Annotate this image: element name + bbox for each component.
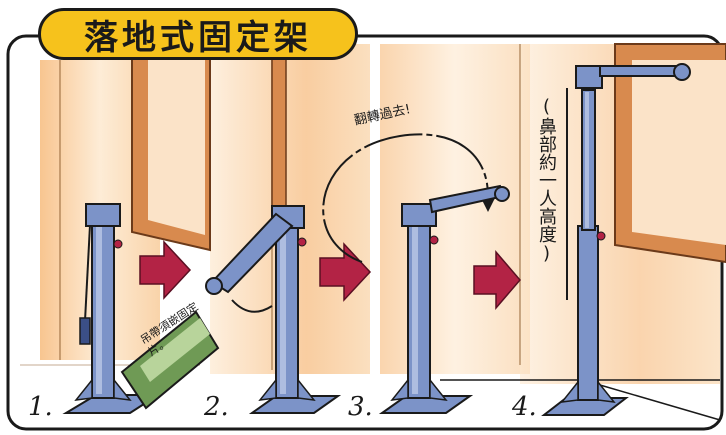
- step-label-1: 1.: [28, 392, 53, 422]
- stand-step-2: [205, 205, 342, 414]
- arrow-2: [319, 242, 372, 302]
- step-label-3: 3.: [348, 392, 373, 422]
- step-label-4: 4.: [512, 392, 537, 422]
- arrow-3: [473, 249, 521, 311]
- height-note-label: (鼻部約一人高度): [536, 96, 557, 264]
- window-left: [131, 39, 211, 252]
- page-title: 落地式固定架: [84, 17, 312, 58]
- stand-step-3: [378, 184, 510, 414]
- green-sign: [120, 310, 220, 410]
- stand-step-1: [62, 203, 162, 414]
- title-badge: 落地式固定架: [38, 8, 358, 60]
- step-label-2: 2.: [204, 392, 229, 422]
- stand-step-4: [541, 63, 691, 416]
- flip-curve-arrow: [322, 133, 490, 263]
- arrow-1: [139, 240, 192, 300]
- window-right: [614, 43, 726, 264]
